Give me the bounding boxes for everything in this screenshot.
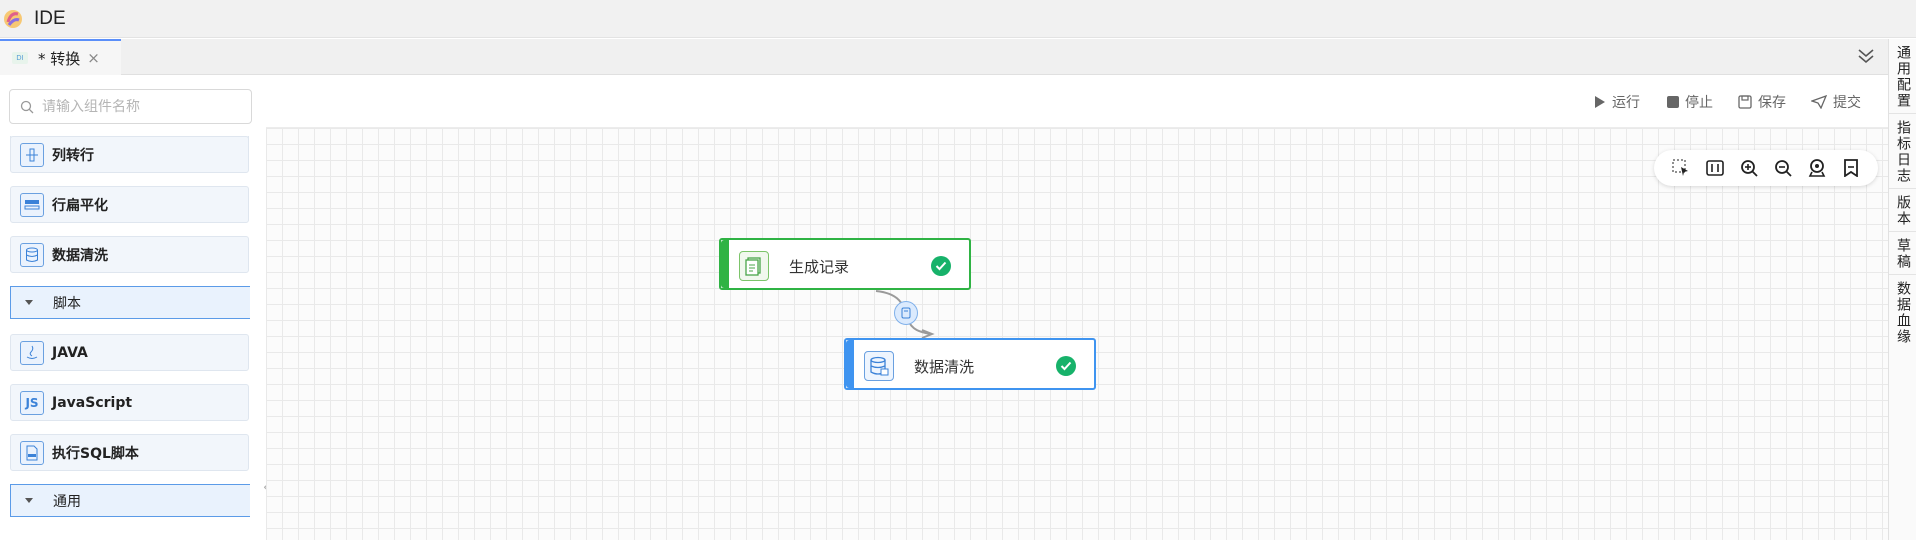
run-button[interactable]: 运行 <box>1594 92 1640 112</box>
component-label: 执行SQL脚本 <box>52 445 139 462</box>
right-tab-label: 数据血缘 <box>1895 281 1911 345</box>
right-tab-data-lineage[interactable]: 数据血缘 <box>1889 275 1916 349</box>
component-label: 数据清洗 <box>52 247 108 264</box>
group-header-script[interactable]: 脚本 <box>10 286 250 319</box>
search-icon <box>20 100 34 113</box>
dag-node-generate-record[interactable]: 生成记录 <box>719 238 971 290</box>
java-icon <box>20 340 44 365</box>
app-logo <box>4 9 22 28</box>
app-title: IDE <box>34 7 66 29</box>
right-tab-label: 版本 <box>1895 195 1911 227</box>
stop-button[interactable]: 停止 <box>1667 92 1713 112</box>
tab-label: * 转换 <box>38 49 81 68</box>
component-item-flatten-row[interactable]: 行扁平化 <box>10 186 249 223</box>
stop-label: 停止 <box>1685 95 1713 111</box>
component-label: JavaScript <box>52 394 133 411</box>
component-sidebar: 列转行 行扁平化 数据清洗 脚本 JAVA JS JavaScript <box>0 76 269 540</box>
canvas-zoom-toolbar <box>1654 150 1878 186</box>
sql-file-icon <box>20 440 44 465</box>
right-tab-label: 通用配置 <box>1895 45 1911 109</box>
component-label: 列转行 <box>52 147 94 164</box>
minimap-icon[interactable] <box>1840 157 1862 179</box>
component-item-java[interactable]: JAVA <box>10 334 249 371</box>
caret-down-icon <box>25 300 33 305</box>
right-tab-general-config[interactable]: 通用配置 <box>1889 39 1916 114</box>
search-input[interactable] <box>42 98 232 115</box>
send-icon <box>1811 95 1827 109</box>
check-circle-icon <box>1056 356 1076 376</box>
save-icon <box>1738 95 1752 109</box>
check-circle-icon <box>931 256 951 276</box>
node-status-bar <box>721 240 729 288</box>
database-clean-icon <box>864 351 894 381</box>
submit-button[interactable]: 提交 <box>1811 92 1861 112</box>
flatten-row-icon <box>20 192 44 217</box>
node-status-bar <box>846 340 854 388</box>
zoom-out-icon[interactable] <box>1772 157 1794 179</box>
database-clean-icon <box>20 242 44 267</box>
tab-transform[interactable]: DI * 转换 × <box>0 39 121 75</box>
run-label: 运行 <box>1612 95 1640 111</box>
caret-down-icon <box>25 498 33 503</box>
javascript-icon: JS <box>20 390 44 415</box>
component-label: JAVA <box>52 344 88 361</box>
fit-icon[interactable] <box>1704 157 1726 179</box>
component-search[interactable] <box>9 89 252 124</box>
select-area-icon[interactable] <box>1670 157 1692 179</box>
node-label: 数据清洗 <box>914 358 975 376</box>
play-icon <box>1595 96 1605 108</box>
stop-icon <box>1667 96 1679 108</box>
right-tab-label: 指标日志 <box>1895 120 1911 184</box>
component-label: 行扁平化 <box>52 197 108 214</box>
dag-canvas[interactable] <box>266 128 1888 540</box>
document-icon <box>739 251 769 281</box>
tab-close-icon[interactable]: × <box>87 49 100 67</box>
component-item-data-clean[interactable]: 数据清洗 <box>10 236 249 273</box>
edge-handle-icon[interactable] <box>894 301 918 325</box>
right-tab-version[interactable]: 版本 <box>1889 189 1916 232</box>
right-tab-metric-log[interactable]: 指标日志 <box>1889 114 1916 189</box>
group-label: 脚本 <box>53 295 81 312</box>
title-bar: IDE <box>0 0 1916 38</box>
tab-type-badge: DI <box>12 52 28 64</box>
save-button[interactable]: 保存 <box>1738 92 1786 112</box>
component-list[interactable]: 列转行 行扁平化 数据清洗 脚本 JAVA JS JavaScript <box>10 136 250 540</box>
right-panel-tabs: 通用配置 指标日志 版本 草稿 数据血缘 <box>1888 39 1916 540</box>
group-label: 通用 <box>53 493 81 510</box>
zoom-in-icon[interactable] <box>1738 157 1760 179</box>
component-item-sql-script[interactable]: 执行SQL脚本 <box>10 434 249 471</box>
locate-icon[interactable] <box>1806 157 1828 179</box>
save-label: 保存 <box>1758 95 1786 111</box>
right-tab-draft[interactable]: 草稿 <box>1889 232 1916 275</box>
canvas-toolbar: 运行 停止 保存 提交 <box>266 76 1888 128</box>
double-chevron-down-icon[interactable] <box>1856 47 1876 65</box>
submit-label: 提交 <box>1833 95 1861 111</box>
component-item-column-to-row[interactable]: 列转行 <box>10 136 249 173</box>
tab-bar: DI * 转换 × <box>0 39 1888 75</box>
component-item-javascript[interactable]: JS JavaScript <box>10 384 249 421</box>
dag-node-data-clean[interactable]: 数据清洗 <box>844 338 1096 390</box>
node-label: 生成记录 <box>789 258 850 276</box>
column-to-row-icon <box>20 142 44 167</box>
group-header-common[interactable]: 通用 <box>10 484 250 517</box>
right-tab-label: 草稿 <box>1895 238 1911 270</box>
